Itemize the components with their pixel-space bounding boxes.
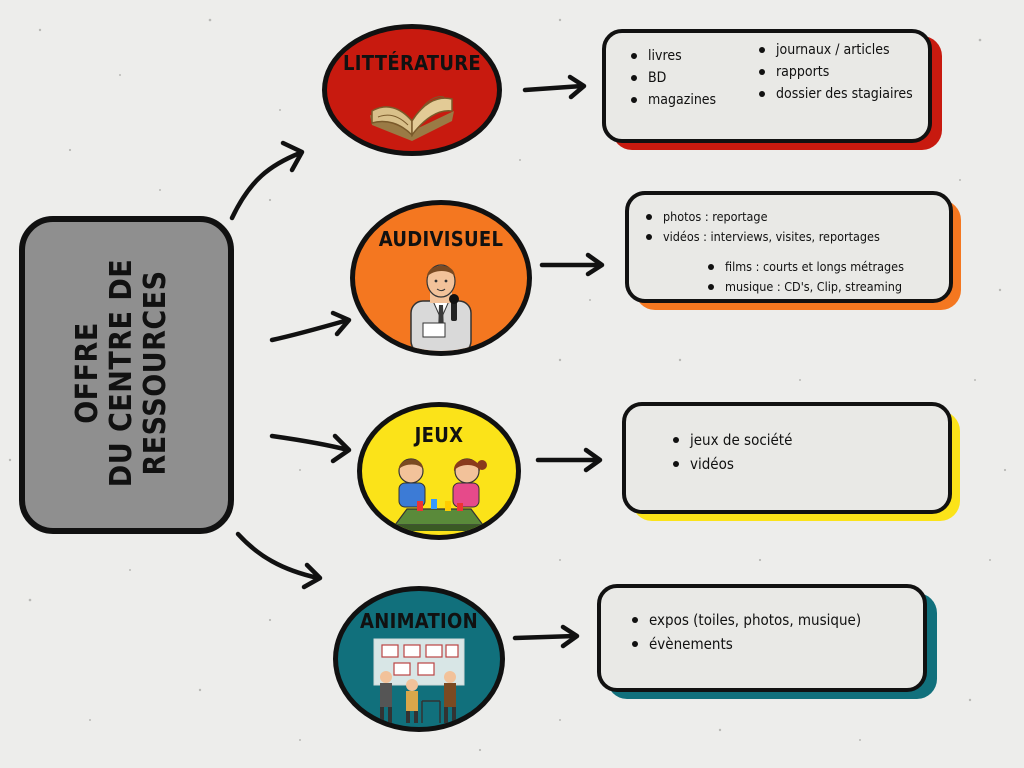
- category-label: JEUX: [414, 423, 464, 447]
- list-item: BD: [628, 67, 716, 89]
- list-item: vidéos : interviews, visites, reportages: [643, 227, 880, 247]
- list-item: magazines: [628, 89, 716, 111]
- open-book-icon: [370, 96, 454, 141]
- category-label: LITTÉRATURE: [342, 51, 482, 75]
- reporter-icon: [410, 264, 472, 351]
- main-title: OFFRE DU CENTRE DE RESSOURCES: [70, 258, 173, 488]
- list-item: journaux / articles: [756, 39, 913, 61]
- list-item: évènements: [629, 632, 861, 656]
- category-circle-animation: ANIMATION: [333, 586, 505, 732]
- list-item: jeux de société: [670, 428, 792, 452]
- list-item: rapports: [756, 61, 913, 83]
- audiovisuel-list-left: photos : reportage vidéos : interviews, …: [643, 207, 880, 247]
- list-item: musique : CD's, Clip, streaming: [705, 277, 904, 297]
- list-item: photos : reportage: [643, 207, 880, 227]
- list-item: vidéos: [670, 452, 792, 476]
- litterature-items-box: livres BD magazines journaux / articles …: [602, 29, 932, 143]
- list-item: expos (toiles, photos, musique): [629, 608, 861, 632]
- animation-list: expos (toiles, photos, musique) évènemen…: [629, 608, 861, 656]
- category-label: ANIMATION: [360, 609, 478, 633]
- category-circle-jeux: JEUX: [357, 402, 521, 540]
- jeux-items-box: jeux de société vidéos: [622, 402, 952, 514]
- list-item: livres: [628, 45, 716, 67]
- audiovisuel-items-box: photos : reportage vidéos : interviews, …: [625, 191, 953, 303]
- category-label: AUDIVISUEL: [378, 227, 504, 251]
- jeux-list: jeux de société vidéos: [670, 428, 792, 476]
- category-circle-litterature: LITTÉRATURE: [322, 24, 502, 156]
- main-topic-box: [19, 216, 234, 534]
- list-item: films : courts et longs métrages: [705, 257, 904, 277]
- litterature-list-right: journaux / articles rapports dossier des…: [756, 39, 913, 105]
- children-board-game-icon: [393, 458, 487, 531]
- animation-items-box: expos (toiles, photos, musique) évènemen…: [597, 584, 927, 692]
- exhibition-icon: [373, 638, 465, 723]
- category-circle-audiovisuel: AUDIVISUEL: [350, 200, 532, 356]
- list-item: dossier des stagiaires: [756, 83, 913, 105]
- audiovisuel-list-right: films : courts et longs métrages musique…: [705, 257, 904, 297]
- litterature-list-left: livres BD magazines: [628, 45, 716, 111]
